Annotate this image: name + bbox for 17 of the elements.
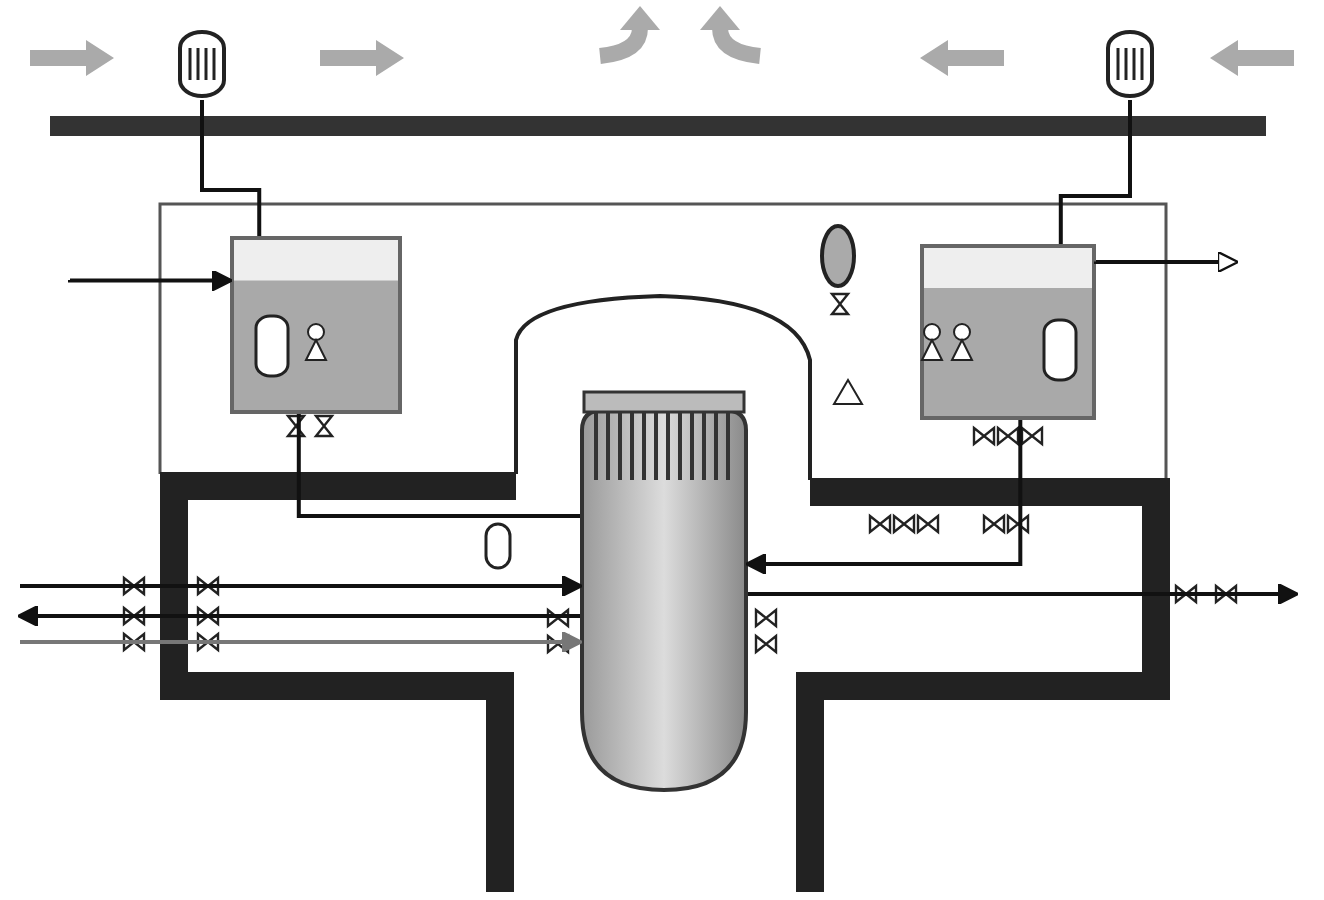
pressure-tank xyxy=(820,224,856,288)
pipe-line xyxy=(18,574,584,598)
heat-exchanger xyxy=(1104,28,1156,100)
pipe-line xyxy=(1058,100,1132,244)
water-pool xyxy=(920,244,1096,420)
pipe-line xyxy=(746,582,1300,606)
pipe-line xyxy=(200,100,262,236)
pipe-line xyxy=(296,414,580,518)
pipe-line xyxy=(744,420,1023,576)
reactor-vessel xyxy=(580,392,748,792)
pipe-line xyxy=(16,604,582,628)
containment-structure xyxy=(156,200,1172,892)
pipe-line xyxy=(1094,250,1240,274)
water-pool xyxy=(230,236,402,414)
pipe-line xyxy=(68,269,234,292)
pipe-line xyxy=(18,630,584,654)
heat-exchanger xyxy=(176,28,228,100)
